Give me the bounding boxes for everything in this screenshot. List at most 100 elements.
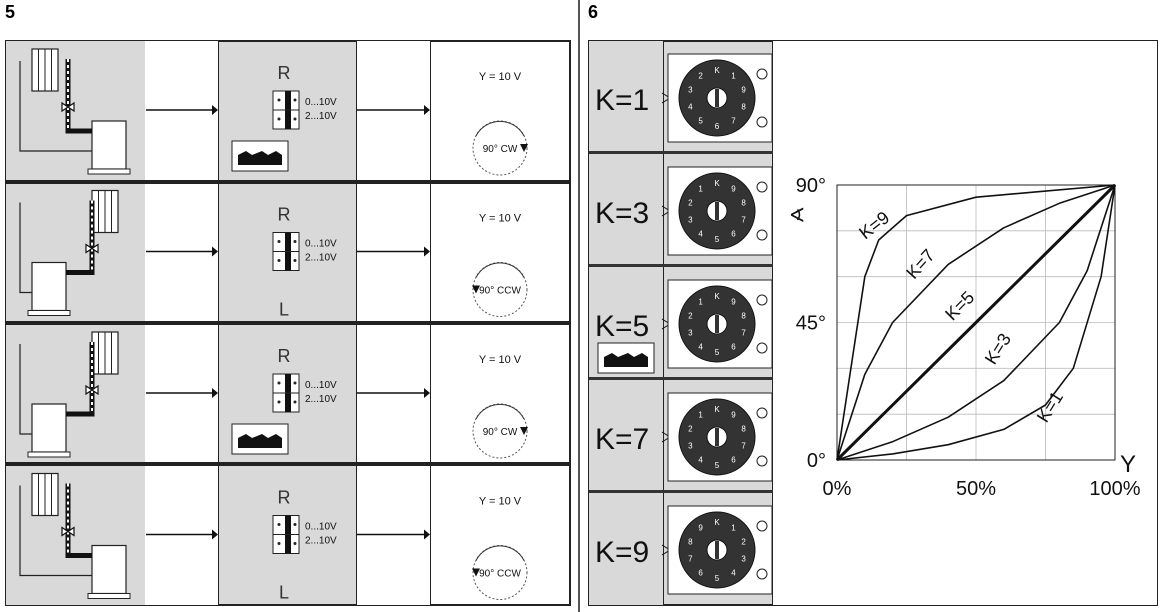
direction-letter-top: R <box>278 488 291 508</box>
boiler <box>91 120 127 170</box>
dial-separator <box>589 377 773 380</box>
k5-actuator-group <box>597 342 655 374</box>
arrow-head-icon <box>212 388 218 398</box>
rotation-arc <box>475 403 525 420</box>
arrow-head-icon <box>424 246 430 257</box>
signal-label: Y = 10 V <box>479 496 522 508</box>
x-tick-label: 0% <box>823 478 852 500</box>
dip-dot <box>293 542 297 545</box>
arrow-head-icon <box>424 388 430 398</box>
direction-letter-top: R <box>278 63 291 83</box>
figure-6-frame <box>588 40 1158 606</box>
dial-digit: 5 <box>715 348 720 357</box>
dial-digit: 3 <box>688 442 693 451</box>
dial-digit: 8 <box>741 424 746 433</box>
switch-label: 0...10V <box>305 239 337 250</box>
dial-digit: 1 <box>698 297 703 306</box>
dial-digit: 4 <box>698 230 703 239</box>
dip-dot <box>277 259 281 262</box>
x-axis-label: Y <box>1120 451 1136 478</box>
dial-digit: 4 <box>688 103 693 112</box>
dial-digit: 6 <box>715 122 720 131</box>
k-label: K=1 <box>595 84 649 117</box>
dial-digit: 9 <box>731 297 736 306</box>
dial-digit: 1 <box>698 410 703 419</box>
k-label: K=9 <box>595 536 649 569</box>
supply-pipe <box>66 200 95 275</box>
boiler-base <box>87 593 131 599</box>
dip-dot <box>293 259 297 262</box>
series-label: K=9 <box>855 207 893 243</box>
arrow-head-icon <box>212 529 218 540</box>
series-line <box>836 184 1116 461</box>
terminal-screw-icon <box>756 342 768 354</box>
switch-label: 2...10V <box>305 111 337 122</box>
k-label: K=3 <box>595 197 649 230</box>
terminal-screw-icon <box>756 68 768 80</box>
dial-digit: 5 <box>715 235 720 244</box>
dip-dot <box>293 240 297 243</box>
supply-pipe <box>66 342 95 417</box>
rotation-arrow-icon <box>472 568 480 577</box>
dip-dot <box>293 400 297 404</box>
dial-digit: 3 <box>688 85 693 94</box>
boiler <box>31 403 67 453</box>
series-line <box>836 184 1116 461</box>
dial-digit: 4 <box>731 569 736 578</box>
switch-label: 0...10V <box>305 522 337 533</box>
direction-letter-top: R <box>278 205 291 225</box>
dial-digit: 6 <box>698 569 703 578</box>
dial-digit: 9 <box>741 85 746 94</box>
signal-label: Y = 10 V <box>479 354 522 366</box>
series-label: K=7 <box>902 245 939 283</box>
return-pipe <box>19 485 92 577</box>
dip-dot <box>277 542 281 545</box>
dial-digit: 2 <box>698 71 703 80</box>
mixing-valve <box>85 384 99 396</box>
dial-digit: K <box>714 405 720 414</box>
plot-frame <box>836 184 1116 461</box>
knob-slot <box>715 315 719 333</box>
dial-digit: 9 <box>731 184 736 193</box>
dial-digit: 4 <box>698 343 703 352</box>
rotation-label: 90° CW <box>483 427 518 438</box>
figure-5-number: 5 <box>5 2 16 22</box>
dial-separator <box>589 151 773 154</box>
mixing-valve <box>61 101 75 113</box>
return-pipe <box>19 344 32 435</box>
dial-digit: 2 <box>688 311 693 320</box>
knob-slot <box>715 428 719 446</box>
y-tick-label: 45° <box>796 313 826 335</box>
dial-digit: K <box>714 66 720 75</box>
dial-digit: 8 <box>741 198 746 207</box>
figure-6-number: 6 <box>588 2 599 22</box>
signal-label: Y = 10 V <box>479 71 522 83</box>
series-label: K=5 <box>941 287 978 324</box>
dip-dot <box>293 117 297 121</box>
direction-letter-bottom: L <box>279 300 289 320</box>
y-axis-label: ∢ <box>789 205 806 227</box>
k-label: K=7 <box>595 423 649 456</box>
dial-digit: 8 <box>741 103 746 112</box>
supply-pipe <box>65 59 92 134</box>
dial-digit: 6 <box>731 343 736 352</box>
dial-digit: 9 <box>731 410 736 419</box>
rotation-arc <box>475 120 525 137</box>
knob-slot <box>715 541 719 559</box>
dial-digit: 2 <box>741 537 746 546</box>
boiler-base <box>27 310 71 316</box>
dial-digit: 7 <box>741 442 746 451</box>
row-separator <box>5 180 571 184</box>
dip-dot <box>277 117 281 121</box>
signal-label: Y = 10 V <box>479 213 522 225</box>
boiler <box>91 544 127 595</box>
switch-label: 2...10V <box>305 536 337 547</box>
rotation-label: 90° CCW <box>479 569 521 580</box>
dip-dot <box>277 381 281 385</box>
figure-divider <box>578 0 580 612</box>
